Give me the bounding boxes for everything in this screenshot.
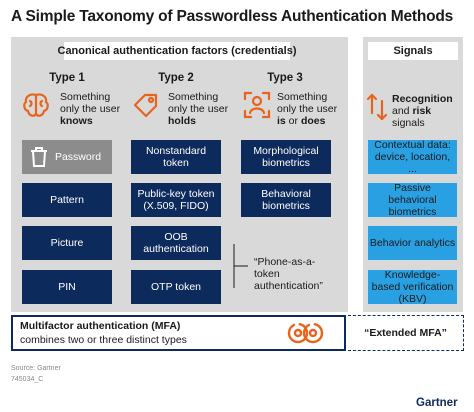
oob-authentication-box: OOB authentication [131, 226, 221, 260]
password-box: Password [22, 140, 112, 174]
oob-authentication-label: OOB authentication [143, 231, 209, 255]
nonstandard-token-box: Nonstandard token [131, 140, 221, 174]
otp-token-box: OTP token [131, 270, 221, 304]
type-3-description: Something only the user is or does [277, 91, 338, 127]
behavior-analytics-box: Behavior analytics [368, 226, 457, 260]
morphological-biometrics-label: Morphological biometrics [253, 145, 319, 169]
behavior-analytics-label: Behavior analytics [369, 237, 456, 249]
public-key-token-box: Public-key token (X.509, FIDO) [131, 183, 221, 217]
contextual-data-box: Contextual data: device, location, ... [368, 139, 457, 175]
type-1-label: Type 1 [49, 72, 85, 84]
passive-behavioral-biometrics-label: Passive behavioral biometrics [388, 182, 437, 218]
credentials-panel [11, 37, 348, 312]
pattern-box: Pattern [22, 183, 112, 217]
kbv-label: Knowledge-based verification (KBV) [371, 269, 454, 305]
arrows-swap-icon [366, 91, 388, 123]
trash-icon [31, 147, 47, 167]
public-key-token-label: Public-key token (X.509, FIDO) [137, 188, 215, 212]
signals-panel [363, 37, 463, 312]
picture-box: Picture [22, 226, 112, 260]
password-label: Password [54, 151, 102, 163]
type-2-description: Something only the user holds [168, 91, 229, 127]
type-2-label: Type 2 [158, 72, 194, 84]
morphological-biometrics-box: Morphological biometrics [241, 140, 331, 174]
gartner-logo: Gartner [416, 397, 458, 409]
pin-label: PIN [58, 281, 76, 293]
otp-token-label: OTP token [151, 281, 201, 293]
extended-mfa-label: “Extended MFA” [364, 327, 447, 339]
extended-mfa-panel: “Extended MFA” [348, 315, 464, 351]
type-1-description: Something only the user knows [60, 91, 121, 127]
type-3-label: Type 3 [267, 72, 303, 84]
behavioral-biometrics-box: Behavioral biometrics [241, 183, 331, 217]
kbv-box: Knowledge-based verification (KBV) [368, 269, 457, 305]
phone-token-note: “Phone-as-a-token authentication” [254, 256, 323, 292]
diagram-title: A Simple Taxonomy of Passwordless Authen… [11, 8, 454, 25]
credentials-header: Canonical authentication factors (creden… [58, 42, 297, 60]
person-scan-icon [242, 90, 272, 120]
phone-token-bracket [226, 243, 252, 289]
behavioral-biometrics-label: Behavioral biometrics [261, 188, 311, 212]
picture-label: Picture [50, 237, 84, 249]
linked-circles-icon [286, 320, 326, 346]
pattern-label: Pattern [50, 194, 84, 206]
nonstandard-token-label: Nonstandard token [145, 145, 207, 169]
contextual-data-label: Contextual data: device, location, ... [374, 139, 451, 175]
tag-icon [131, 90, 161, 120]
document-id: 745034_C [11, 376, 44, 383]
signals-header: Signals [368, 42, 458, 60]
mfa-title: Multifactor authentication (MFA) [20, 320, 181, 332]
passive-behavioral-biometrics-box: Passive behavioral biometrics [368, 182, 457, 218]
pin-box: PIN [22, 270, 112, 304]
brain-icon [21, 90, 51, 120]
source-note: Source: Gartner [11, 365, 61, 372]
mfa-subtitle: combines two or three distinct types [20, 334, 187, 346]
